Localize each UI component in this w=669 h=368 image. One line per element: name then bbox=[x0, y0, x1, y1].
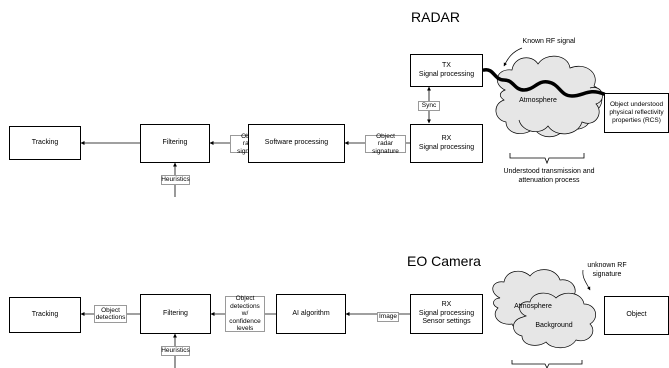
background-cloud bbox=[513, 292, 597, 349]
sync-label: Sync bbox=[418, 101, 440, 111]
radar-tx-box[interactable]: TX Signal processing bbox=[410, 54, 483, 87]
eo-filtering-box[interactable]: Filtering bbox=[140, 294, 211, 334]
eo-object-label: Object bbox=[626, 311, 647, 319]
software-processing-box[interactable]: Software processing bbox=[248, 124, 345, 163]
eo-title: EO Camera bbox=[407, 253, 481, 269]
ai-algorithm-label: AI algorithm bbox=[292, 309, 330, 317]
radar-tracking-label: Tracking bbox=[31, 138, 59, 146]
unknown-rf-label: unknown RF signature bbox=[587, 262, 627, 278]
radar-heuristics-label: Heuristics bbox=[161, 175, 190, 185]
radar-filtering-label: Filtering bbox=[162, 139, 188, 147]
known-rf-signal-wave bbox=[482, 68, 606, 98]
eo-transmission-brace bbox=[511, 360, 583, 368]
radar-tracking-box[interactable]: Tracking bbox=[9, 126, 81, 160]
eo-tracking-input-label: Object detections bbox=[94, 305, 127, 323]
eo-rx-box[interactable]: RX Signal processing Sensor settings bbox=[410, 294, 483, 334]
image-label: Image bbox=[377, 312, 399, 322]
radar-rx-box[interactable]: RX Signal processing bbox=[410, 124, 483, 163]
eo-filter-input-label: Object detections w/ confidence levels bbox=[225, 295, 265, 332]
software-processing-label: Software processing bbox=[264, 139, 329, 147]
eo-filtering-label: Filtering bbox=[163, 309, 188, 317]
radar-filtering-box[interactable]: Filtering bbox=[140, 124, 210, 163]
ai-algorithm-box[interactable]: AI algorithm bbox=[276, 294, 346, 334]
radar-atmosphere-label: Atmosphere bbox=[519, 97, 557, 104]
known-rf-label: Known RF signal bbox=[522, 38, 576, 45]
transmission-brace bbox=[509, 153, 585, 165]
radar-title: RADAR bbox=[411, 9, 461, 25]
eo-atmosphere-label: Atmosphere bbox=[514, 303, 552, 310]
background-label: Background bbox=[535, 322, 573, 329]
eo-tracking-box[interactable]: Tracking bbox=[9, 297, 81, 333]
radar-object-box[interactable]: Object understood physical reflectivity … bbox=[604, 93, 669, 133]
eo-tracking-label: Tracking bbox=[31, 310, 59, 318]
radar-sw-input-label: Object radar signature bbox=[365, 133, 406, 155]
eo-heuristics-label: Heuristics bbox=[161, 346, 190, 356]
eo-object-box[interactable]: Object bbox=[604, 296, 669, 335]
transmission-text: Understood transmission and attenuation … bbox=[503, 168, 595, 184]
